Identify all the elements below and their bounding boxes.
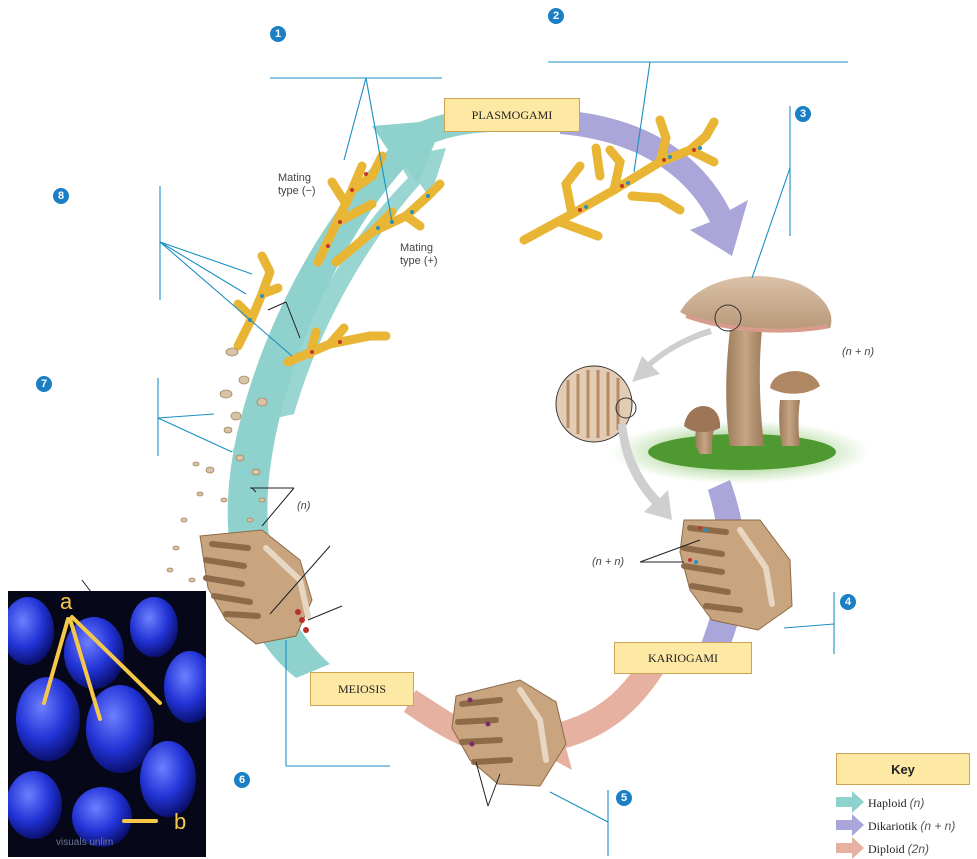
number-badge-4: 4 bbox=[840, 594, 856, 610]
key-haploid-ploidy: (n) bbox=[910, 796, 925, 810]
key-item-dikaryotic: Dikariotik (n + n) bbox=[868, 819, 955, 834]
key-diploid-name: Diploid bbox=[868, 842, 905, 856]
mating-minus-line2: type (−) bbox=[278, 185, 316, 198]
gill-ploidy-label: (n + n) bbox=[592, 556, 624, 569]
mating-type-plus-label: Mating type (+) bbox=[400, 242, 438, 268]
mating-plus-line1: Mating bbox=[400, 242, 438, 255]
spore-micrograph: a b visuals unlim bbox=[8, 591, 206, 857]
gray-arrow-to-gill bbox=[632, 328, 712, 382]
number-badge-5: 5 bbox=[616, 790, 632, 806]
number-badge-6: 6 bbox=[234, 772, 250, 788]
micrograph-watermark: visuals unlim bbox=[56, 837, 113, 848]
key-dikaryotic-ploidy: (n + n) bbox=[920, 819, 955, 833]
key-title: Key bbox=[836, 753, 970, 785]
mushroom-icon bbox=[610, 276, 870, 484]
micrograph-label-a: a bbox=[60, 591, 72, 615]
spore-ploidy-label: (n) bbox=[297, 500, 310, 513]
key-item-haploid: Haploid (n) bbox=[868, 796, 924, 811]
key-diploid-ploidy: (2n) bbox=[908, 842, 929, 856]
key-arrows bbox=[836, 791, 864, 859]
plasmogamy-label: PLASMOGAMI bbox=[444, 98, 580, 132]
key-haploid-name: Haploid bbox=[868, 796, 907, 810]
number-badge-8: 8 bbox=[53, 188, 69, 204]
arrow-icon bbox=[836, 837, 864, 859]
key-item-diploid: Diploid (2n) bbox=[868, 842, 929, 857]
number-badge-2: 2 bbox=[548, 8, 564, 24]
number-badge-1: 1 bbox=[270, 26, 286, 42]
number-badge-7: 7 bbox=[36, 376, 52, 392]
mating-minus-line1: Mating bbox=[278, 172, 316, 185]
mating-type-minus-label: Mating type (−) bbox=[278, 172, 316, 198]
key-dikaryotic-name: Dikariotik bbox=[868, 819, 917, 833]
number-badge-3: 3 bbox=[795, 106, 811, 122]
fruiting-body-ploidy-label: (n + n) bbox=[842, 346, 874, 359]
karyogamy-label: KARIOGAMI bbox=[614, 642, 752, 674]
arrow-icon bbox=[836, 814, 864, 836]
arrow-icon bbox=[836, 791, 864, 813]
meiosis-label: MEIOSIS bbox=[310, 672, 414, 706]
micrograph-label-b: b bbox=[174, 809, 186, 835]
mating-plus-line2: type (+) bbox=[400, 255, 438, 268]
